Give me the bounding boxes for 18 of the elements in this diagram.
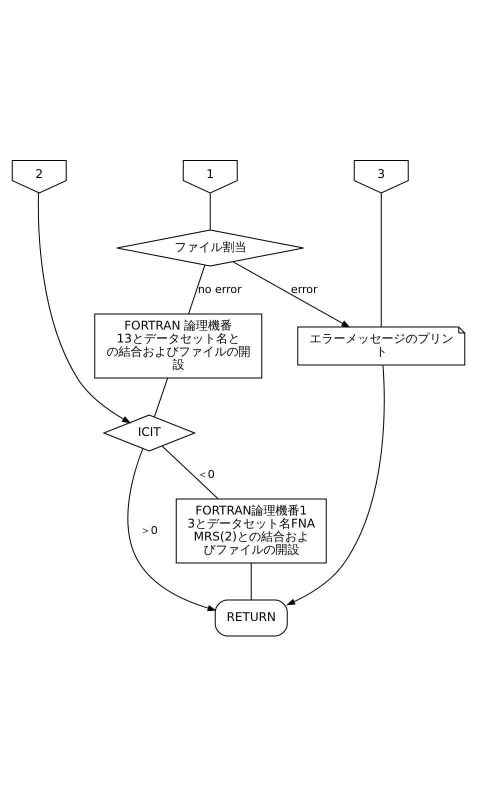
node-box: RETURN [214,600,288,636]
edge-label: ＜0 [196,468,215,481]
edge-label: error [290,282,318,296]
node-box: FORTRAN論理機番13とデータセット名FNAMRS(2)との結合およびファイルの開設 [176,498,327,564]
connector [380,192,382,328]
arrow [232,261,350,328]
connector [162,446,218,500]
arrow [38,192,132,424]
edge-label: no error [198,282,242,296]
edge-label: ＞0 [140,524,158,537]
connector [250,562,252,600]
arrow [286,364,385,606]
node-box: FORTRAN 論理機番 13とデータセット名との結合およびファイルの開設 [94,314,262,378]
connector [154,378,168,418]
arrow [127,448,217,612]
node-diamond: ファイル割当 [116,230,304,266]
connector [188,264,206,314]
connector [210,192,211,230]
